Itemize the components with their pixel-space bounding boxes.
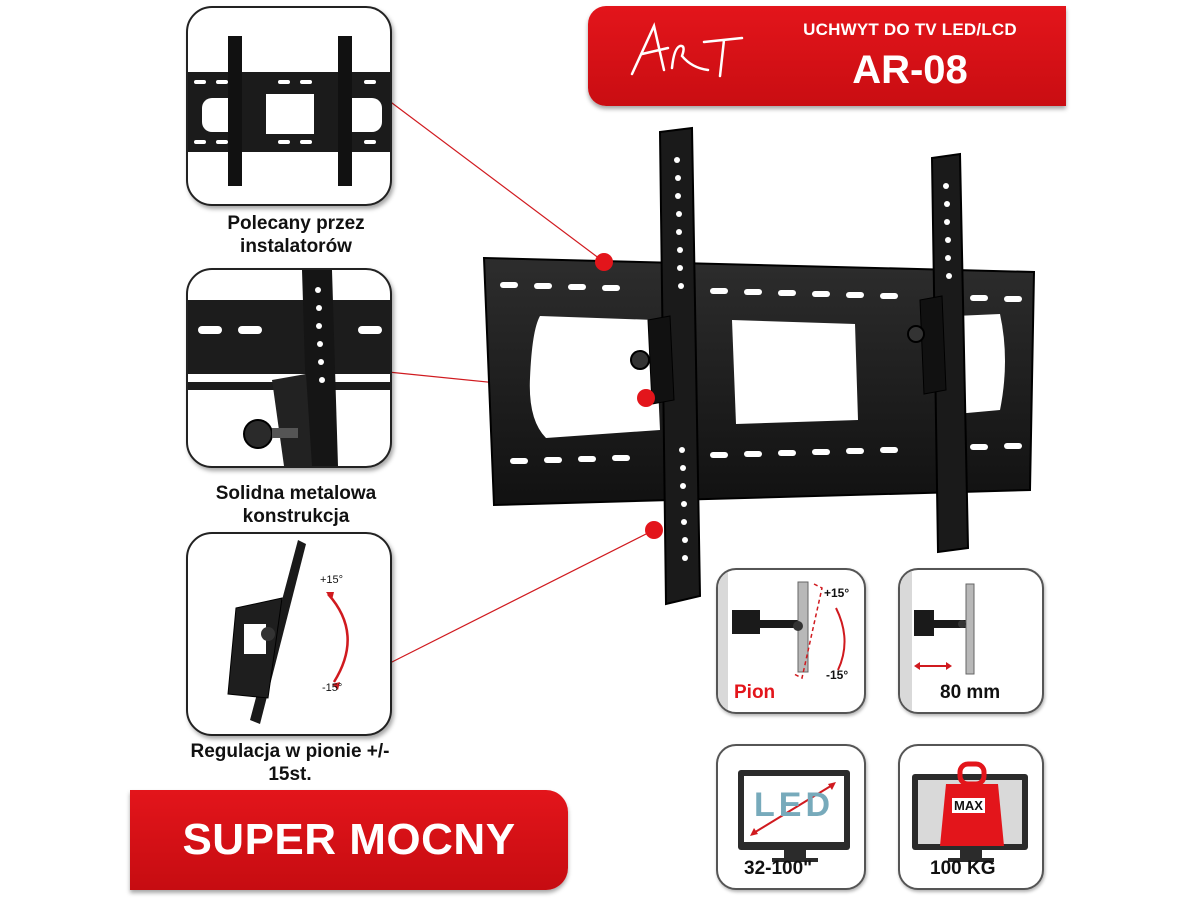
spec-distance-box: 80 mm — [898, 568, 1044, 714]
spec-tilt-minus: -15° — [826, 668, 849, 682]
spec-distance-label: 80 mm — [940, 682, 1001, 703]
tilt-minus-label: -15° — [322, 682, 343, 694]
main-mount-image — [482, 126, 1036, 606]
spec-load-label: 100 KG — [930, 858, 996, 879]
metal-construction-icon — [188, 270, 390, 466]
header-banner — [588, 6, 1066, 106]
spec-tilt-box: +15° -15° Pion — [716, 568, 866, 714]
detail-panel-tilt: +15° -15° — [186, 532, 392, 736]
tilt-adjust-icon — [227, 540, 349, 724]
spec-screen-label: 32-100" — [744, 858, 813, 879]
caption-tilt: Regulacja w pionie +/- 15st. — [190, 741, 390, 785]
tilt-diagram-icon — [718, 570, 846, 712]
banner-subtitle: UCHWYT DO TV LED/LCD — [803, 20, 1017, 39]
brand-logo — [630, 22, 744, 78]
strength-badge — [130, 790, 568, 890]
detail-panel-construction — [186, 268, 392, 468]
spec-load-box: MAX 100 KG — [898, 744, 1044, 890]
spec-tilt-label: Pion — [734, 682, 776, 703]
spec-screen-box: LED 32-100" — [716, 744, 866, 890]
strength-badge-text: SUPER MOCNY — [182, 815, 516, 864]
led-text: LED — [754, 786, 834, 824]
model-number: AR-08 — [852, 48, 968, 92]
tilt-plus-label: +15° — [320, 574, 344, 586]
detail-panel-mount — [186, 6, 392, 206]
mount-detail-icon — [188, 36, 390, 186]
spec-tilt-plus: +15° — [824, 586, 850, 600]
caption-construction: Solidna metalowa konstrukcja — [215, 483, 377, 527]
caption-installers: Polecany przez instalatorów — [227, 213, 365, 257]
weight-max-text: MAX — [952, 798, 985, 813]
led-screen-icon — [738, 770, 850, 862]
wall-distance-icon — [900, 570, 975, 712]
